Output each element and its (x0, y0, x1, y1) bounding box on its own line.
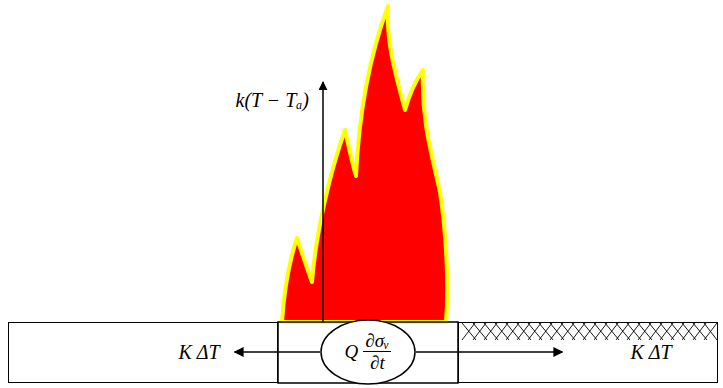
hatch-stroke (539, 323, 553, 340)
hatch-stroke (638, 323, 652, 340)
hatch-stroke (462, 323, 476, 340)
flux-label: K ΔT (630, 341, 671, 364)
hatch-stroke (550, 323, 563, 340)
hatch-stroke (550, 323, 564, 340)
hatch-stroke (484, 323, 498, 340)
hatch-stroke (649, 323, 662, 340)
hatch-stroke (484, 323, 497, 340)
source-symbol: Q (345, 342, 359, 362)
hatch-stroke (638, 323, 651, 340)
hatch-stroke (704, 323, 717, 340)
hatch-stroke (583, 323, 596, 340)
heat-loss-label: k(T − Tₐ) (236, 89, 309, 112)
hatch-stroke (561, 323, 574, 340)
hatch-stroke (693, 323, 706, 340)
heat-flux-arrow (416, 351, 562, 353)
flux-label: K ΔT (178, 341, 219, 364)
hatch-stroke (616, 323, 630, 340)
hatch-stroke (682, 323, 695, 340)
hatch-stroke (495, 323, 508, 340)
hatch-stroke (682, 323, 696, 340)
conduction-region-box: K ΔT (458, 322, 718, 383)
hatch-stroke (572, 323, 585, 340)
hatch-stroke (594, 323, 607, 340)
hatch-stroke (506, 323, 519, 340)
fraction-numerator: ∂σᵥ (363, 331, 391, 353)
fraction-denominator: ∂t (370, 352, 385, 373)
fraction: ∂σᵥ∂t (363, 331, 391, 374)
hatch-stroke (506, 323, 520, 340)
hatch-stroke (528, 323, 542, 340)
source-term: Q∂σᵥ∂t (345, 331, 392, 374)
heat-loss-arrow (322, 82, 324, 322)
hatch-stroke (671, 323, 685, 340)
ellipse-shape (321, 320, 415, 384)
flame (282, 6, 447, 322)
hatch-stroke (627, 323, 640, 340)
hatch-stroke (605, 323, 619, 340)
hatch-stroke (462, 323, 475, 340)
hatch-stroke (473, 323, 487, 340)
hatch-stroke (704, 323, 717, 340)
hatch-stroke (649, 323, 663, 340)
hatch-stroke (539, 323, 552, 340)
hatch-stroke (616, 323, 629, 340)
hatch-stroke (605, 323, 618, 340)
hatch-stroke (583, 323, 597, 340)
hatch-stroke (473, 323, 486, 340)
hatch-stroke (561, 323, 575, 340)
unburnt-fuel-hatching (462, 323, 717, 340)
hatch-stroke (528, 323, 541, 340)
hatch-stroke (495, 323, 509, 340)
hatch-stroke (693, 323, 707, 340)
hatch-stroke (660, 323, 674, 340)
hatch-stroke (671, 323, 684, 340)
heat-source-ellipse: Q∂σᵥ∂t (320, 319, 416, 385)
conduction-region-box: K ΔT (8, 322, 278, 383)
hatch-stroke (594, 323, 608, 340)
hatch-stroke (660, 323, 673, 340)
hatch-stroke (517, 323, 531, 340)
hatch-stroke (572, 323, 586, 340)
hatch-stroke (627, 323, 641, 340)
hatch-stroke (517, 323, 530, 340)
